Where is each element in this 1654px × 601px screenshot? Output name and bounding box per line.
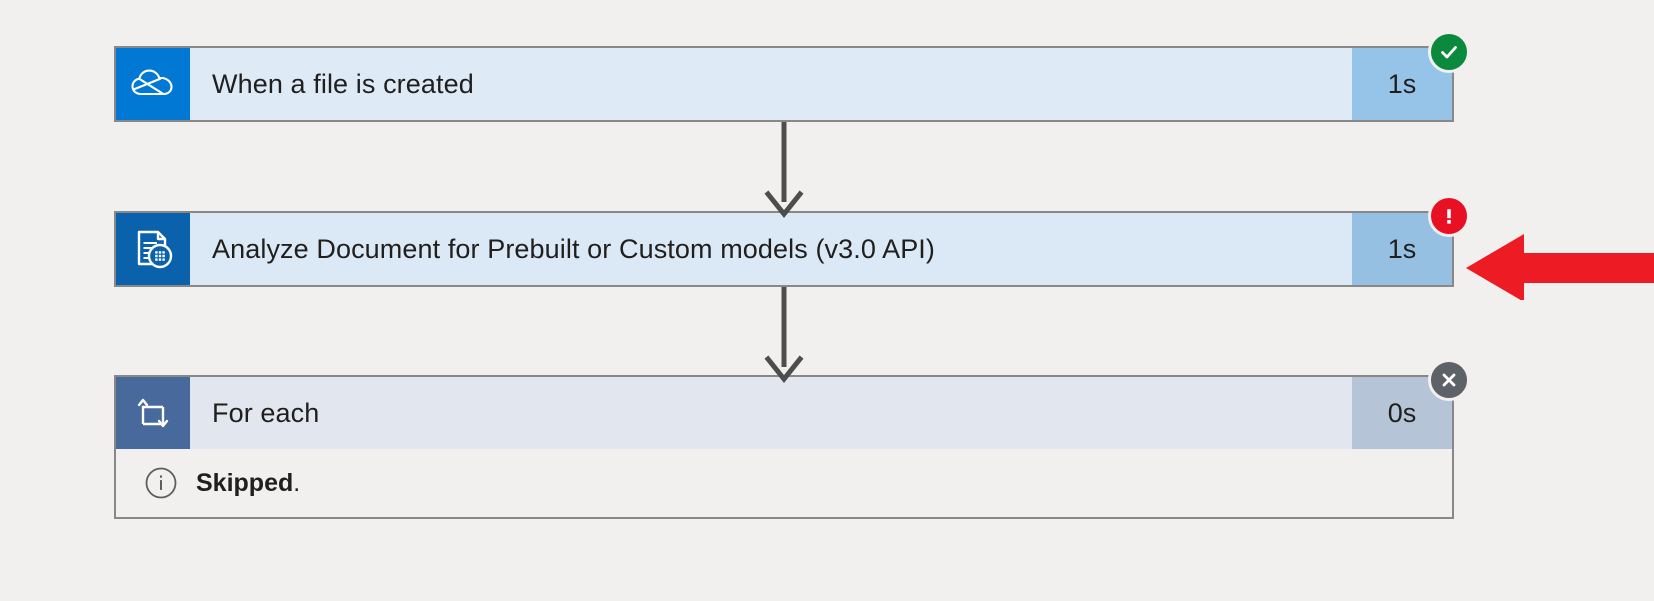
check-icon	[1441, 46, 1457, 59]
status-badge-failed[interactable]	[1428, 195, 1470, 237]
skipped-message-trailing: .	[293, 468, 301, 497]
action-card-when-a-file-is-created[interactable]: When a file is created 1s	[114, 46, 1454, 122]
status-badge-skipped[interactable]	[1428, 359, 1470, 401]
loop-arrow-icon	[116, 377, 190, 449]
document-intelligence-icon	[116, 213, 190, 285]
action-title: For each	[190, 377, 1352, 449]
cross-icon	[1442, 373, 1456, 387]
info-circle-icon	[144, 466, 178, 500]
card-header: When a file is created 1s	[116, 48, 1452, 120]
action-card-for-each[interactable]: For each 0s Skipped.	[114, 375, 1454, 519]
action-card-analyze-document[interactable]: Analyze Document for Prebuilt or Custom …	[114, 211, 1454, 287]
skipped-message: Skipped.	[196, 469, 300, 498]
connector-arrow-2	[764, 287, 804, 383]
status-badge-succeeded[interactable]	[1428, 31, 1470, 73]
card-body-message: Skipped.	[116, 449, 1452, 517]
onedrive-cloud-icon	[116, 48, 190, 120]
connector-arrow-1	[764, 122, 804, 218]
exclamation-icon	[1447, 209, 1451, 224]
annotation-arrow-left	[1466, 234, 1654, 300]
card-header: For each 0s	[116, 377, 1452, 449]
skipped-message-strong: Skipped	[196, 468, 294, 497]
card-header: Analyze Document for Prebuilt or Custom …	[116, 213, 1452, 285]
action-title: Analyze Document for Prebuilt or Custom …	[190, 213, 1352, 285]
action-title: When a file is created	[190, 48, 1352, 120]
